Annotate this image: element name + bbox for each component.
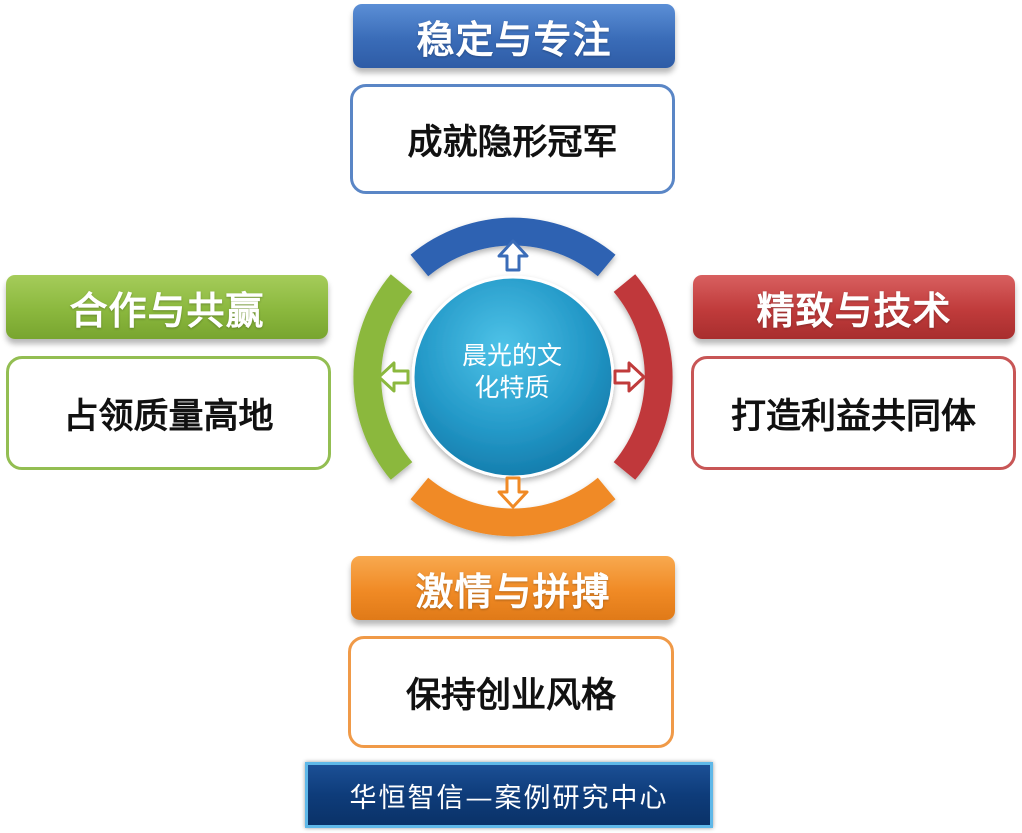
top-box: 成就隐形冠军 bbox=[350, 84, 675, 194]
right-arc bbox=[613, 274, 673, 480]
right-header: 精致与技术 bbox=[693, 275, 1015, 339]
bottom-header: 激情与拼搏 bbox=[351, 556, 675, 620]
center-label: 晨光的文 化特质 bbox=[432, 340, 592, 404]
center-label-line1: 晨光的文 bbox=[461, 341, 562, 370]
up-arrow-icon bbox=[497, 239, 529, 272]
left-box: 占领质量高地 bbox=[6, 356, 331, 470]
left-arrow-icon bbox=[377, 361, 410, 393]
center-label-line2: 化特质 bbox=[474, 373, 550, 402]
top-header: 稳定与专注 bbox=[353, 4, 675, 68]
left-arc bbox=[353, 274, 413, 480]
top-arc bbox=[410, 217, 616, 277]
bottom-arc bbox=[410, 477, 616, 537]
footer-banner: 华恒智信—案例研究中心 bbox=[305, 762, 713, 828]
bottom-box: 保持创业风格 bbox=[348, 636, 674, 748]
down-arrow-icon bbox=[497, 476, 529, 509]
right-box: 打造利益共同体 bbox=[691, 356, 1016, 470]
left-header: 合作与共赢 bbox=[6, 275, 328, 339]
right-arrow-icon bbox=[613, 361, 646, 393]
